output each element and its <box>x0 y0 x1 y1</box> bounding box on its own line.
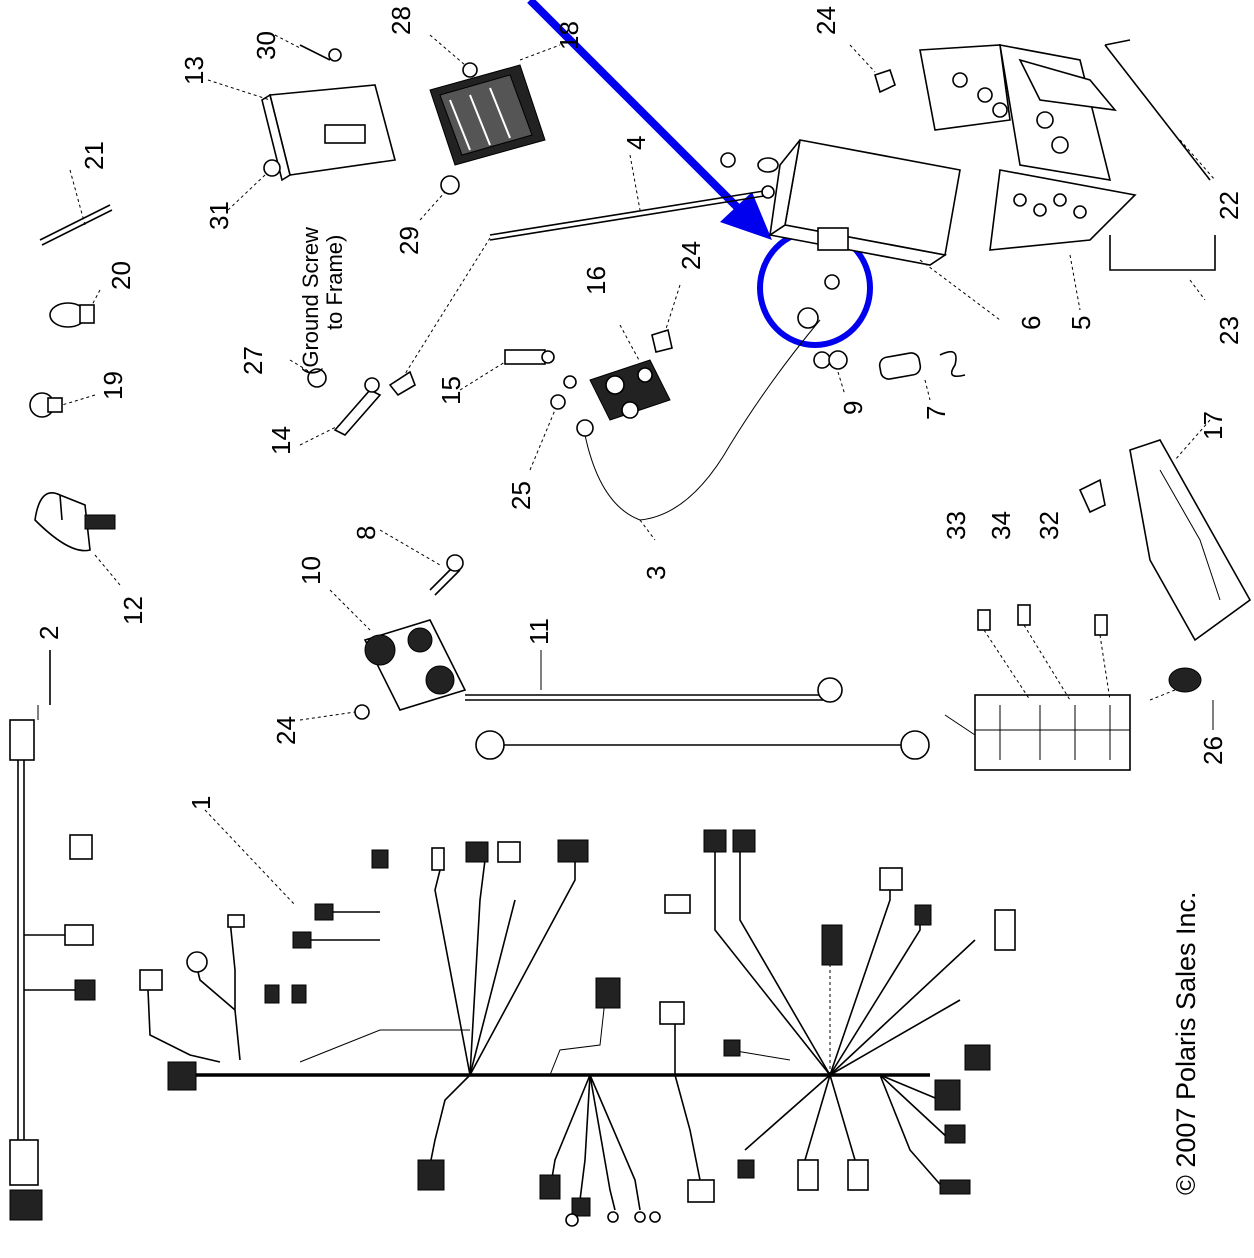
callout-labels: 21 20 19 12 2 1 30 13 31 27 14 (Ground S… <box>34 6 1244 1195</box>
note-line-1: (Ground Screw <box>298 227 323 375</box>
callout-30: 29 <box>394 226 424 255</box>
callout-9: 9 <box>838 401 868 415</box>
part-14-cable <box>299 377 382 446</box>
callout-10: 10 <box>296 556 326 585</box>
part-12-sensor <box>34 492 121 586</box>
callout-17: 17 <box>1198 411 1228 440</box>
callout-21: 21 <box>79 141 109 170</box>
callout-25: 24 <box>271 716 301 745</box>
part-25-nut <box>299 704 370 721</box>
highlight-arrow <box>527 0 772 240</box>
copyright-notice: © 2007 Polaris Sales Inc. <box>1171 891 1201 1195</box>
part-20-clamp <box>49 289 101 328</box>
fuse-parts <box>977 604 1111 701</box>
part-27-rivet <box>1078 478 1202 701</box>
part-17-cover <box>1129 419 1252 642</box>
callout-5: 5 <box>1066 316 1096 330</box>
callout-16: 16 <box>581 266 611 295</box>
callout-24-top: 24 <box>811 6 841 35</box>
part-30-nut <box>419 175 460 221</box>
callout-34: 33 <box>941 511 971 540</box>
callout-14: 14 <box>266 426 296 455</box>
callout-8: 8 <box>351 526 381 540</box>
callout-13: 13 <box>179 56 209 85</box>
part-9-washer <box>828 350 848 396</box>
part-3-cable <box>576 319 821 541</box>
part-22-pad <box>1104 39 1216 181</box>
callout-19: 19 <box>98 371 128 400</box>
callout-35: 34 <box>986 511 1016 540</box>
callout-24-mid: 24 <box>676 241 706 270</box>
part-29-bolt <box>429 34 478 78</box>
part-11-cable <box>465 677 930 760</box>
part-5-battery-tray <box>919 44 1137 311</box>
battery-hardware <box>720 152 849 369</box>
callout-12: 12 <box>118 596 148 625</box>
part-24-bolt-top <box>849 44 896 94</box>
callout-18: 18 <box>554 21 584 50</box>
callout-26: 25 <box>506 481 536 510</box>
callout-3: 3 <box>641 566 671 580</box>
part-26-nut <box>529 375 577 471</box>
part-16-solenoid <box>589 324 671 421</box>
note-line-2: to Frame) <box>322 235 347 330</box>
callout-4: 4 <box>621 136 651 150</box>
harness-connectors <box>139 829 1016 1227</box>
part-28-screw <box>289 359 327 388</box>
callout-2: 2 <box>34 626 64 640</box>
part-32-nut <box>227 159 281 211</box>
part-18-regulator <box>429 44 561 166</box>
callout-20: 20 <box>106 261 136 290</box>
callout-32: 31 <box>204 201 234 230</box>
part-2-harness-extension <box>9 705 96 1221</box>
callout-28: 27 <box>238 346 268 375</box>
callout-31: 30 <box>251 31 281 60</box>
callout-22: 22 <box>1214 191 1244 220</box>
part-7-strap <box>878 350 966 401</box>
callout-1: 1 <box>186 796 216 810</box>
callout-6: 6 <box>1016 316 1046 330</box>
part-24-bolt-mid <box>651 284 681 353</box>
callout-27: 26 <box>1198 736 1228 765</box>
callout-29: 28 <box>386 6 416 35</box>
callout-7: 7 <box>921 406 951 420</box>
part-23-pad <box>1109 235 1216 301</box>
part-10-starter <box>329 589 467 711</box>
part-15-terminal <box>459 349 555 391</box>
part-8-bolt <box>379 529 464 596</box>
part-13-module <box>207 79 397 182</box>
part-19-clip <box>29 392 96 418</box>
part-4-cable <box>388 154 775 397</box>
part-1-main-harness <box>147 809 976 1211</box>
callout-33: 32 <box>1034 511 1064 540</box>
fuse-box <box>974 694 1131 771</box>
part-21-cable-tie <box>39 169 113 246</box>
callout-15: 15 <box>436 376 466 405</box>
callout-23: 23 <box>1214 316 1244 345</box>
callout-11: 11 <box>524 618 554 645</box>
part-31-screw <box>274 34 342 62</box>
part-6-battery <box>767 139 1001 321</box>
fuse-leader <box>944 714 976 736</box>
